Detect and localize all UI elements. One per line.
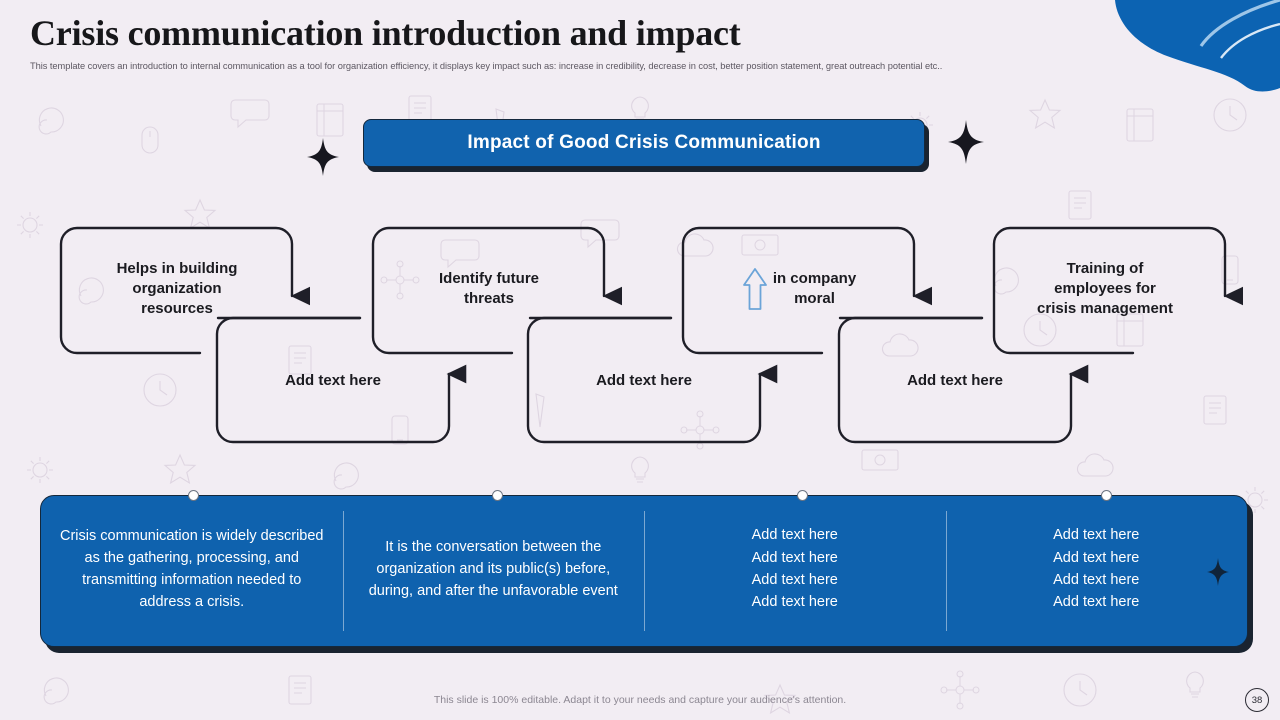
summary-bar-body: Crisis communication is widely described…: [40, 495, 1248, 647]
banner-label: Impact of Good Crisis Communication: [467, 132, 821, 153]
impact-banner[interactable]: Impact of Good Crisis Communication: [363, 119, 929, 172]
summary-column-3-item-3: Add text here: [751, 572, 838, 588]
summary-column-3-item-4: Add text here: [751, 594, 838, 611]
flow-bottom-node-3[interactable]: Add text here: [855, 358, 1055, 404]
summary-bar-dot-2: [492, 490, 503, 501]
slide-header: Crisis communication introduction and im…: [30, 13, 1090, 71]
flow-bottom-node-1[interactable]: Add text here: [233, 358, 433, 404]
banner-body[interactable]: Impact of Good Crisis Communication: [363, 119, 925, 167]
summary-column-4-text: Add text here Add text here Add text her…: [1053, 524, 1139, 614]
flow-bottom-node-2-label: Add text here: [596, 371, 692, 389]
summary-bar-dot-4: [1101, 490, 1112, 501]
summary-column-3-text: Add text here Add text here Add text her…: [752, 524, 838, 614]
summary-column-3-item-2: Add text here: [751, 549, 838, 566]
summary-column-4-item-4: Add text here: [1053, 594, 1140, 611]
summary-bar-dot-1: [188, 490, 199, 501]
summary-column-3[interactable]: Add text here Add text here Add text her…: [644, 496, 946, 646]
summary-column-4-item-1: Add text here: [1053, 527, 1140, 544]
summary-bar: Crisis communication is widely described…: [40, 490, 1253, 653]
summary-column-2-text: It is the conversation between the organ…: [368, 538, 618, 600]
flow-bottom-node-1-label: Add text here: [285, 371, 381, 389]
flow-bottom-node-3-label: Add text here: [907, 371, 1003, 389]
summary-column-1[interactable]: Crisis communication is widely described…: [41, 496, 343, 646]
summary-column-1-text: Crisis communication is widely described…: [59, 527, 324, 611]
page-subtitle: This template covers an introduction to …: [30, 60, 943, 71]
summary-column-4[interactable]: Add text here Add text here Add text her…: [945, 496, 1248, 646]
page-number-badge: 38: [1245, 688, 1269, 712]
summary-column-4-item-2: Add text here: [1053, 549, 1140, 566]
flow-bottom-node-2[interactable]: Add text here: [544, 358, 744, 404]
page-title: Crisis communication introduction and im…: [30, 13, 741, 53]
summary-column-2[interactable]: It is the conversation between the organ…: [342, 496, 645, 646]
footer-note: This slide is 100% editable. Adapt it to…: [433, 694, 847, 706]
summary-column-3-item-1: Add text here: [751, 527, 838, 544]
summary-column-4-item-3: Add text here: [1053, 572, 1140, 588]
summary-bar-dot-3: [797, 490, 808, 501]
arrow-up-icon: [742, 268, 767, 310]
